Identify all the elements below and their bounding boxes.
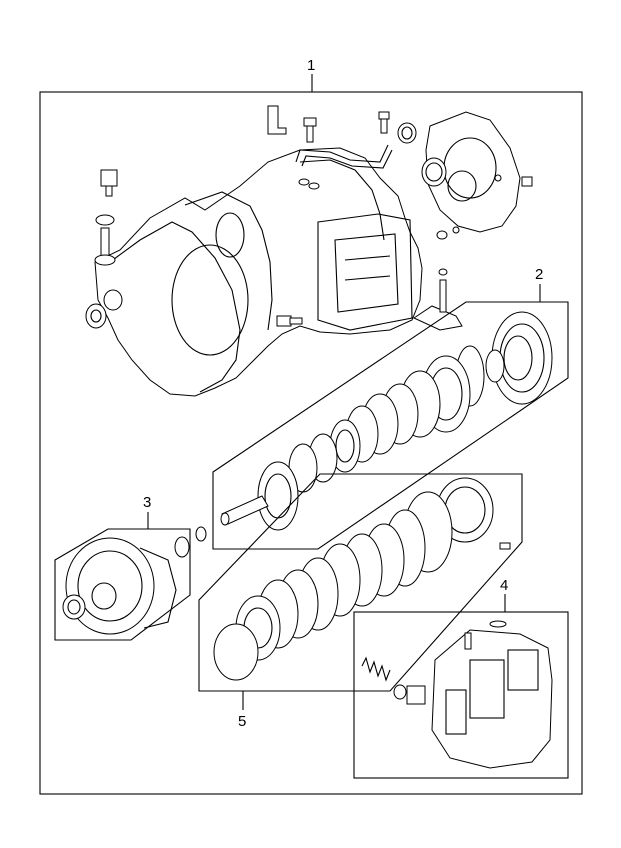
overhaul-kit-2: 2 xyxy=(212,266,569,550)
callout-number-3: 3 xyxy=(143,494,151,511)
kit-frame-3 xyxy=(54,528,191,641)
transmission-case-group xyxy=(85,105,533,397)
callout-number-4: 4 xyxy=(500,577,508,594)
kit-frame-5 xyxy=(198,473,523,692)
kit-frame-4 xyxy=(353,611,569,779)
overhaul-kit-3: 3 xyxy=(54,494,207,641)
kit-frame-2 xyxy=(212,301,569,550)
overhaul-kit-5: 5 xyxy=(198,473,523,730)
callout-number-5: 5 xyxy=(238,713,246,730)
overhaul-kit-4: 4 xyxy=(353,577,569,779)
callout-number-2: 2 xyxy=(535,266,543,283)
kit-frame-1 xyxy=(39,91,583,795)
callout-number-1: 1 xyxy=(307,57,315,74)
